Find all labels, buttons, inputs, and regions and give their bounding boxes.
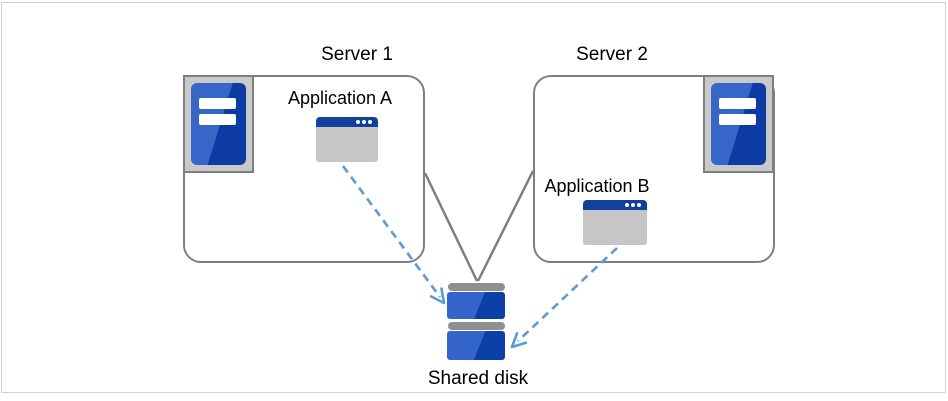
shared-disk-icon (448, 283, 505, 291)
server-1-icon (183, 75, 254, 173)
image-border-frame (1, 2, 946, 393)
window-body (583, 210, 647, 245)
server-2-box (533, 75, 775, 263)
server-1-label: Server 1 (321, 44, 393, 65)
window-dots-icon (356, 120, 372, 124)
shared-disk-icon (447, 331, 505, 360)
shared-disk-label: Shared disk (427, 368, 529, 389)
window-body (316, 127, 378, 162)
server-tower-icon (711, 83, 766, 165)
server-tower-icon (191, 83, 246, 165)
application-b-window-icon (583, 200, 647, 245)
window-titlebar-icon (583, 200, 647, 210)
server-2-label: Server 2 (576, 44, 648, 65)
server-stripe-icon (199, 98, 236, 109)
application-a-label: Application A (287, 88, 393, 108)
server-stripe-icon (719, 98, 756, 109)
shared-disk-icon (447, 292, 505, 319)
application-a-window-icon (316, 117, 378, 162)
window-dots-icon (625, 203, 641, 207)
application-b-label: Application B (544, 176, 650, 196)
shared-disk-icon (448, 322, 505, 330)
server-stripe-icon (719, 114, 756, 125)
server-stripe-icon (199, 114, 236, 125)
window-titlebar-icon (316, 117, 378, 127)
server-2-icon (703, 75, 774, 173)
